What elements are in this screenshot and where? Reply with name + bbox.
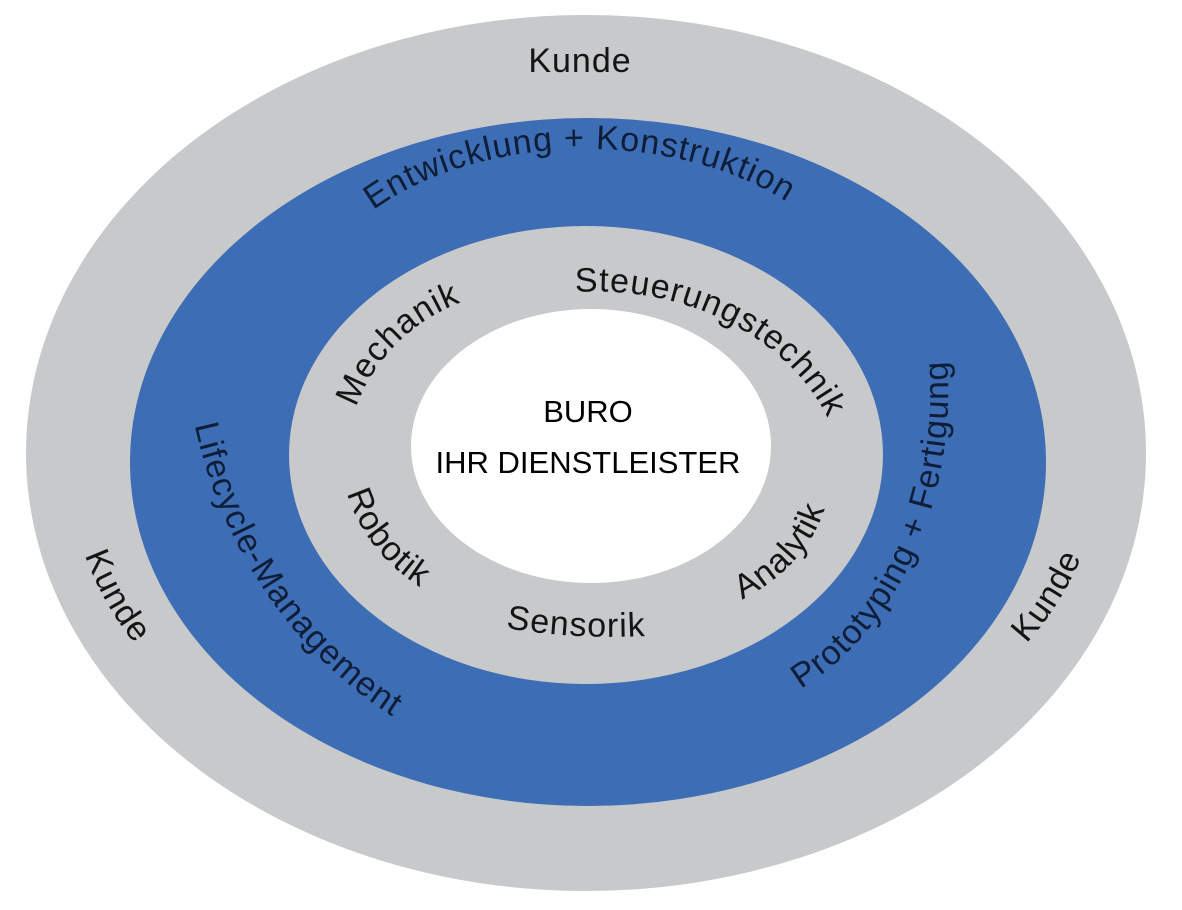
center-title: BURO [543, 394, 633, 429]
center-subtitle: IHR DIENSTLEISTER [436, 445, 741, 480]
core-ellipse [411, 309, 771, 583]
label-kunde-top: Kunde [528, 42, 631, 80]
